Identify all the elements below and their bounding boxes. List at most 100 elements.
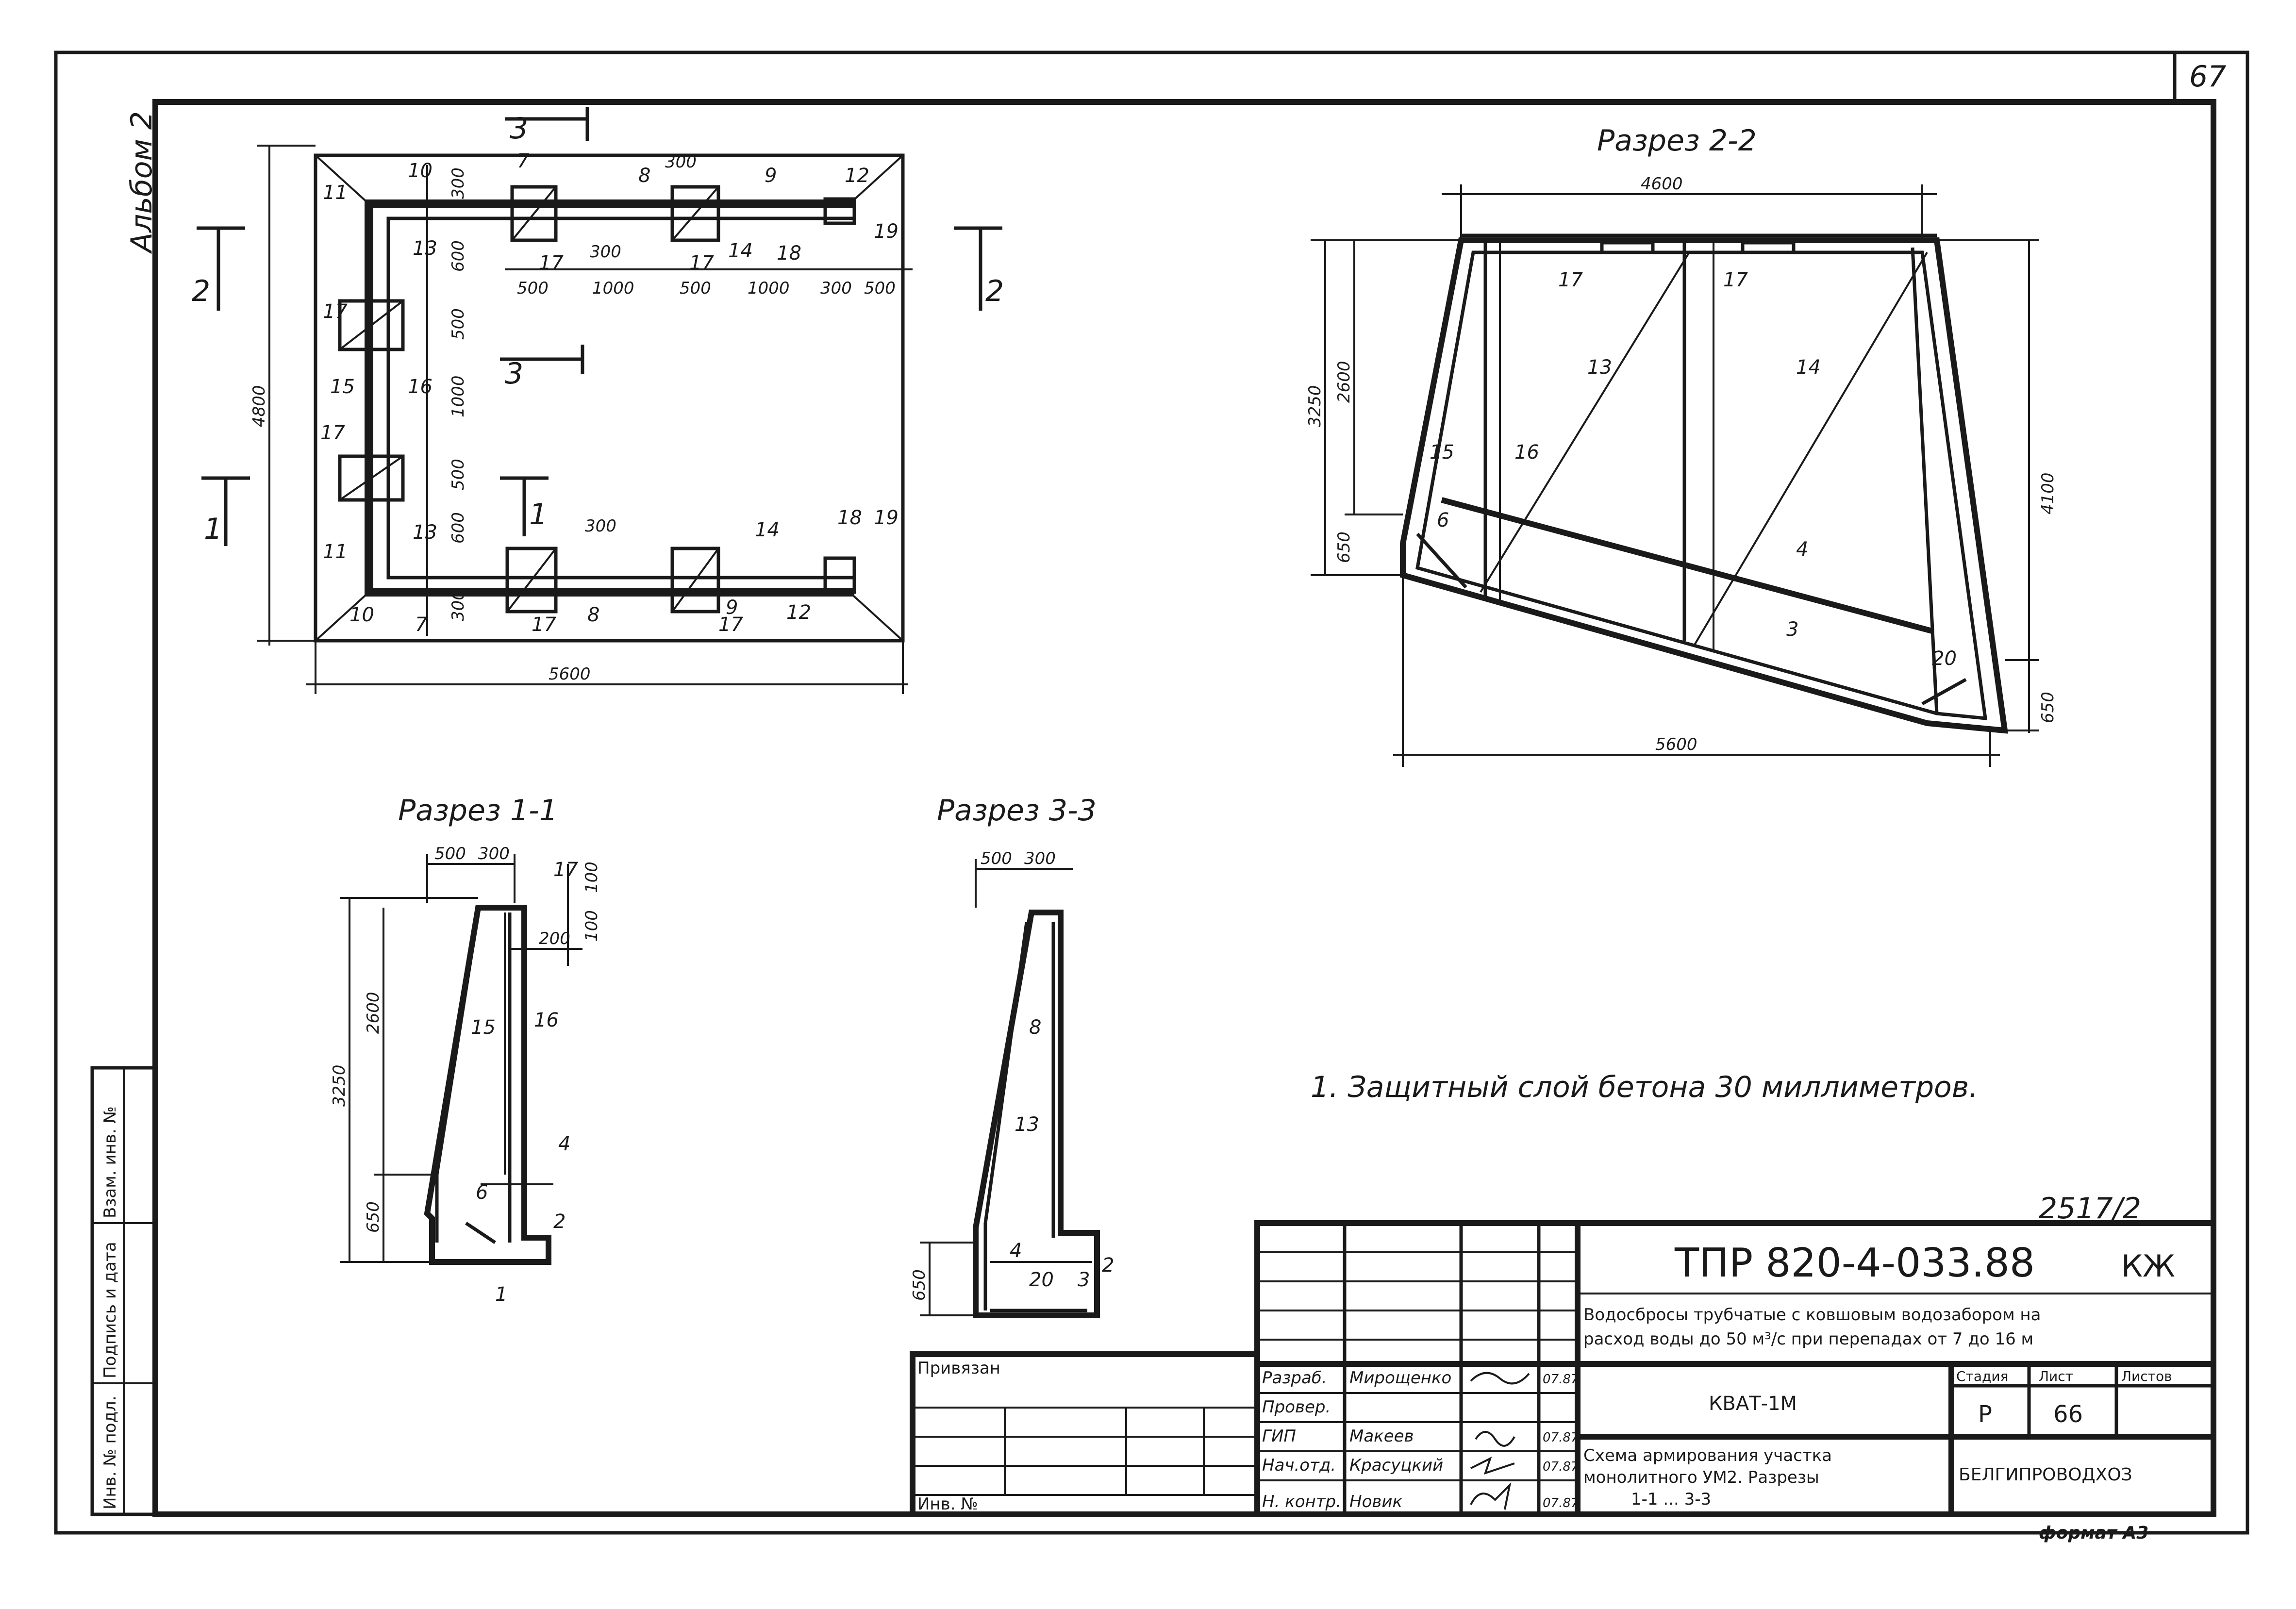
plan-dim-v1: 300 <box>449 167 468 199</box>
s33-pos-13: 13 <box>1015 1113 1039 1136</box>
tb-name-2: Макеев <box>1349 1427 1414 1446</box>
drawing-code: 2517/2 <box>2039 1192 2141 1226</box>
s11-position-labels: 17 15 16 4 6 2 1 <box>471 859 578 1306</box>
tb-name-4: Новик <box>1349 1492 1403 1511</box>
tb-role-4: Н. контр. <box>1262 1492 1341 1511</box>
plan-dim-v7: 300 <box>449 590 468 621</box>
s33-dim-t2: 300 <box>1024 849 1056 868</box>
s22-dim-right: 4100 <box>2038 472 2058 514</box>
plan-pos-7-bot: 7 <box>415 614 428 636</box>
plan-pos-17-d: 17 <box>718 614 743 636</box>
plan-view: 500 1000 500 1000 300 500 300 300 300 30… <box>192 107 1004 694</box>
plan-pos-8-top: 8 <box>638 165 650 187</box>
album-label: Альбом 2 <box>125 111 159 254</box>
tb-sheet-title-1: Схема армирования участка <box>1583 1446 1832 1465</box>
plan-dim-v4: 1000 <box>449 375 468 417</box>
tb-signatures <box>1470 1372 1530 1510</box>
plan-pos-16: 16 <box>408 376 433 398</box>
plan-outer-outline <box>314 153 905 643</box>
s11-dim-t2: 300 <box>478 844 510 863</box>
plan-pos-13-top: 13 <box>413 237 437 260</box>
plan-pos-9-top: 9 <box>765 165 777 187</box>
plan-dim-top-5: 300 <box>820 279 852 298</box>
plan-cages <box>338 185 720 614</box>
s22-pos-13: 13 <box>1587 356 1612 379</box>
stamp-inv-podl: Инв. № подл. <box>100 1395 120 1509</box>
tb-name-0: Мирощенко <box>1349 1368 1451 1388</box>
s11-pos-15: 15 <box>471 1016 496 1039</box>
s33-position-labels: 8 13 4 20 3 2 <box>1010 1016 1114 1291</box>
sheet-number: 67 <box>2189 60 2226 94</box>
s22-pos-14: 14 <box>1796 356 1821 379</box>
plan-dim-top-3: 500 <box>680 279 711 298</box>
tb-role-1: Провер. <box>1262 1397 1331 1417</box>
tb-linked-label: Привязан <box>917 1359 1000 1378</box>
s11-dim-t1: 500 <box>434 844 466 863</box>
plan-pos-17-a: 17 <box>539 252 564 274</box>
s22-position-labels: 17 17 13 14 15 16 6 4 3 20 <box>1430 269 1957 670</box>
side-stamp: Инв. № подл. Подпись и дата Взам. инв. № <box>90 1066 157 1516</box>
section-1-1: Разрез 1-1 500 300 100 100 200 3250 2600… <box>330 794 601 1306</box>
tb-stage-value: Р <box>1978 1401 1992 1428</box>
s33-pos-4: 4 <box>1010 1240 1022 1262</box>
tb-roles: Разраб. Мирощенко 07.87 Провер. ГИП Маке… <box>1262 1368 1579 1511</box>
plan-dim-top-6: 500 <box>864 279 896 298</box>
s22-bar-13 <box>1480 251 1690 593</box>
plan-dim-total-width: 5600 <box>549 664 591 684</box>
cut-mark-3-top: 3 <box>510 112 528 146</box>
plan-pos-11-bot: 11 <box>323 541 348 563</box>
plan-pos-17-left-bot: 17 <box>320 422 345 444</box>
sheet-format: формат А3 <box>2039 1523 2148 1543</box>
plan-pos-10-bot: 10 <box>349 604 374 626</box>
s22-dim-top: 4600 <box>1641 174 1683 194</box>
title-block: Привязан Инв. № Разраб. Мирощенко 07.87 … <box>910 1220 2216 1517</box>
tb-role-0: Разраб. <box>1262 1368 1327 1388</box>
plan-pos-18-bot: 18 <box>837 507 862 529</box>
plan-dim-300-bot: 300 <box>585 516 616 536</box>
tb-date-3: 07.87 <box>1543 1460 1579 1474</box>
tb-description-line2: расход воды до 50 м³/с при перепадах от … <box>1583 1329 2033 1349</box>
s22-pos-20: 20 <box>1932 647 1957 670</box>
plan-pos-17-left-top: 17 <box>323 300 348 323</box>
plan-pos-17-b: 17 <box>689 252 714 274</box>
plan-pos-15: 15 <box>330 376 355 398</box>
plan-pos-8-bot: 8 <box>587 604 599 626</box>
tb-sheets-label: Листов <box>2121 1368 2172 1384</box>
s22-dim-left-inner: 2600 <box>1334 361 1354 403</box>
plan-dim-300-mid: 300 <box>590 242 621 262</box>
cut-mark-3-bottom: 3 <box>505 357 523 391</box>
plan-pos-14-bot: 14 <box>755 519 780 541</box>
s11-pos-1: 1 <box>495 1283 507 1306</box>
s33-pos-2: 2 <box>1102 1254 1114 1277</box>
cut-mark-2-right: 2 <box>985 274 1004 308</box>
s11-dim-r2: 100 <box>582 910 601 942</box>
s22-dim-bottom: 5600 <box>1655 735 1697 754</box>
plan-pos-17-c: 17 <box>532 614 556 636</box>
s11-pos-6: 6 <box>476 1181 488 1204</box>
tb-object: КВАТ-1М <box>1709 1393 1797 1415</box>
tb-date-0: 07.87 <box>1543 1372 1579 1387</box>
tb-description-line1: Водосбросы трубчатые с ковшовым водозабо… <box>1583 1305 2041 1325</box>
s22-bar-14 <box>1693 251 1928 647</box>
plan-pos-11-top: 11 <box>323 182 348 204</box>
plan-pos-12-top: 12 <box>845 165 869 187</box>
cut-mark-2-left: 2 <box>192 274 210 308</box>
plan-dim-v5: 500 <box>449 459 468 490</box>
plan-dim-v3: 500 <box>449 308 468 340</box>
plan-dim-top-4: 1000 <box>748 279 790 298</box>
s22-pos-17-a: 17 <box>1558 269 1583 291</box>
s11-outline <box>424 905 551 1265</box>
s22-pos-15: 15 <box>1430 441 1454 464</box>
s22-dim-left-small: 650 <box>1334 531 1354 563</box>
plan-dim-top-1: 500 <box>517 279 549 298</box>
s22-pos-6: 6 <box>1437 509 1449 531</box>
s11-pos-2: 2 <box>553 1211 566 1233</box>
section-2-2: Разрез 2-2 4600 3250 2600 650 <box>1305 124 2058 767</box>
tb-role-2: ГИП <box>1262 1427 1296 1446</box>
tb-role-3: Нач.отд. <box>1262 1456 1336 1475</box>
s22-pos-4: 4 <box>1796 538 1808 561</box>
s22-inner-outline <box>1415 250 1988 720</box>
plan-wall-outer <box>365 199 854 597</box>
tb-sheet-label: Лист <box>2039 1368 2073 1384</box>
